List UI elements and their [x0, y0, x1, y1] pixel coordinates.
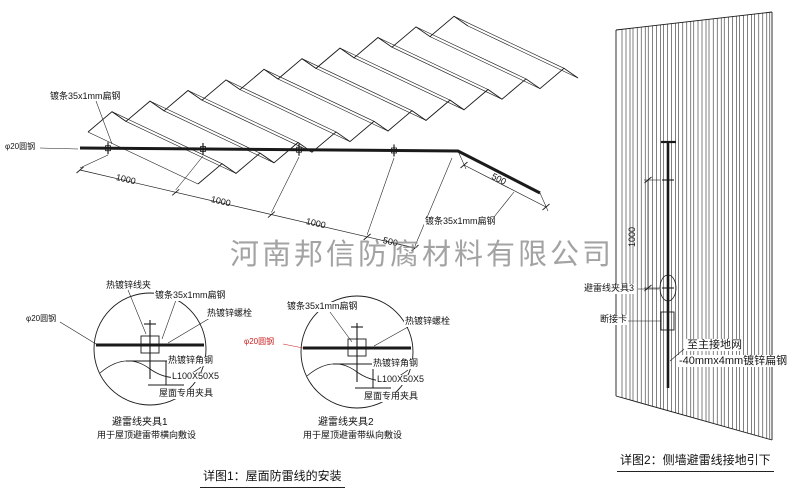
wall-dim-1000: 1000: [627, 226, 637, 247]
detail2-rod-label: φ20圆钢: [243, 337, 276, 347]
detail1-angle-size-label: L100X50X5: [171, 371, 221, 382]
roof-strip-label-right: 镀条35x1mm扁钢: [424, 216, 497, 227]
detail2-fixture-label: 屋面专用夹具: [363, 391, 420, 402]
caption-detail2: 详图2：侧墙避雷线接地引下: [617, 451, 774, 472]
caption-detail1: 详图1：屋面防雷线的安装: [200, 467, 345, 488]
detail2-title: 避雷线夹具2: [318, 417, 374, 428]
detail1-title: 避雷线夹具1: [112, 417, 168, 428]
watermark: 河南邦信防腐材料有限公司: [230, 239, 615, 271]
detail1-fixture-label: 屋面专用夹具: [158, 388, 215, 399]
detail1-rod-label: φ20圆钢: [26, 314, 57, 323]
detail2-strip-label: 镀条35x1mm扁钢: [286, 301, 359, 312]
detail2-angle-size-label: L100X50X5: [376, 374, 426, 385]
wall-ground-label-1: 至主接地网: [686, 339, 743, 352]
wall-clamp3-label: 避雷线夹具3: [583, 283, 636, 294]
wall-ground-label-2: -40mmx4mm镀锌扁钢: [678, 355, 789, 368]
detail1-subtitle: 用于屋顶避雷带横向敷设: [97, 430, 197, 440]
detail2-subtitle: 用于屋顶避雷带纵向敷设: [303, 430, 403, 440]
detail2-angle-label: 热镀锌角钢: [372, 358, 420, 369]
detail1-bolt-label: 热镀锌螺栓: [206, 308, 254, 319]
roof-strip-label-top: 镀条35x1mm扁钢: [50, 91, 121, 101]
wall-disconnect-label: 断接卡: [599, 314, 629, 325]
roof-rod-label: φ20圆钢: [5, 142, 36, 151]
detail1-clamp-label: 热镀锌线夹: [106, 280, 152, 290]
detail1-angle-label: 热镀锌角钢: [167, 355, 215, 366]
detail1-strip-label: 镀条35x1mm扁钢: [154, 290, 227, 301]
detail2-bolt-label: 热镀锌螺栓: [404, 316, 452, 327]
